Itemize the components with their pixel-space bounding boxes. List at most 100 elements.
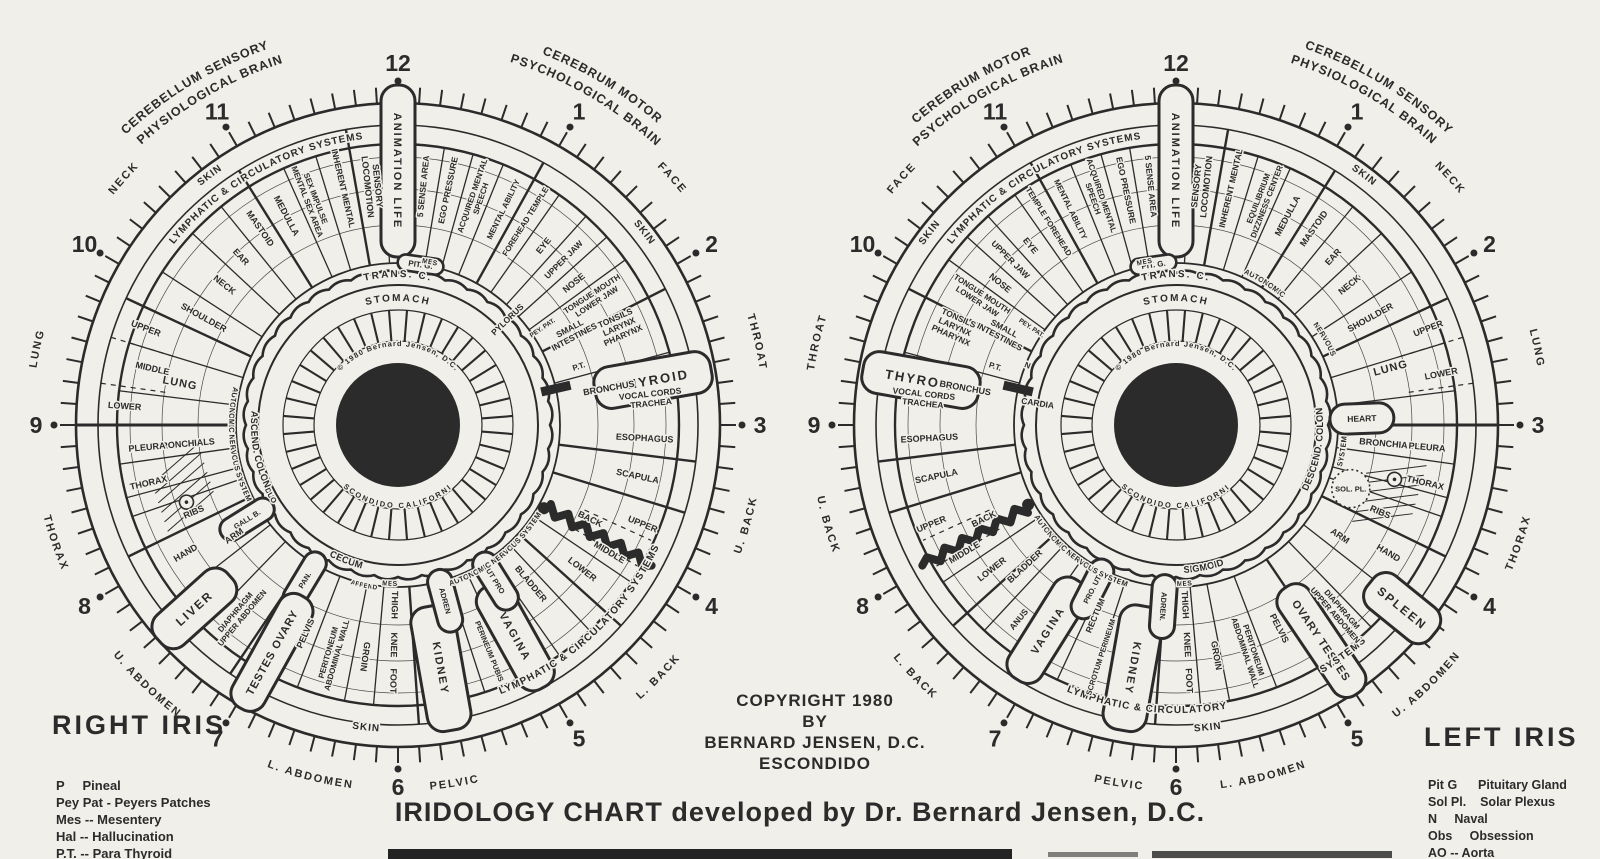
- organ-pill: KIDNEY: [409, 603, 473, 734]
- ring-label: ASCEND. COLON: [248, 411, 273, 490]
- thorax-hatching: [151, 443, 214, 532]
- outer-zone-label: PELVIC: [1093, 773, 1145, 793]
- organ-label: NECK: [212, 273, 239, 297]
- svg-text:ANIMATION LIFE: ANIMATION LIFE: [391, 113, 403, 229]
- clock-number: 12: [385, 50, 411, 76]
- organ-pill: ADREN.: [1147, 573, 1179, 641]
- outer-zone-label: CEREBRUM MOTOR: [909, 44, 1033, 126]
- iris-center-letter: L: [1159, 393, 1193, 456]
- clock-number: 5: [573, 726, 586, 752]
- clock-number: 1: [573, 98, 586, 124]
- outer-zone-label: L. ABDOMEN: [1219, 758, 1308, 791]
- outer-zone-label: CEREBELLUM SENSORY: [118, 38, 270, 137]
- organ-label: SCAPULA: [914, 467, 959, 486]
- organ-label: GROIN: [1209, 640, 1224, 671]
- outer-zone-label: CEREBELLUM SENSORY: [1303, 38, 1455, 137]
- organ-label: EAR: [1323, 246, 1344, 267]
- organ-label: PLEURA: [128, 440, 166, 453]
- ring-label: APPEND: [350, 579, 378, 591]
- svg-text:ANIMATION LIFE: ANIMATION LIFE: [1169, 113, 1181, 229]
- organ-label: EAR: [231, 247, 252, 268]
- ring-label: SKIN: [1194, 721, 1223, 735]
- organ-pill: PIT. G.: [1129, 253, 1178, 276]
- outer-zone-label: U. BACK: [814, 495, 842, 555]
- solar-plexus-label: SOL. PL.: [1335, 485, 1366, 494]
- organ-pill: THYROID: [860, 350, 982, 410]
- clock-number: 7: [989, 726, 1002, 752]
- outer-zone-label: THROAT: [805, 313, 830, 372]
- organ-label: THIGH: [1180, 591, 1191, 619]
- organ-pill: THYROID: [592, 350, 714, 410]
- organ-label: GROIN: [358, 641, 372, 672]
- organ-label: TONSILSLARYNXPHARYNX: [594, 305, 644, 348]
- copyright-block: COPYRIGHT 1980 BY BERNARD JENSEN, D.C. E…: [704, 691, 926, 773]
- outer-zone-label: NECK: [1432, 160, 1467, 197]
- ring-label: MES: [1177, 580, 1193, 588]
- organ-label: HAND: [172, 542, 200, 564]
- organ-label: PERITONEUMABDOMINAL WALL: [314, 616, 352, 692]
- organ-label: EYE: [1021, 235, 1040, 255]
- right-iris-chart: R© 1980 Bernard Jensen, D.C.ESCONDIDO CA…: [0, 0, 769, 800]
- organ-label: KNEE: [1182, 632, 1193, 658]
- clock-number: 7: [211, 726, 224, 752]
- ring-label: MES: [382, 580, 398, 588]
- right-iris-legend: P Pineal Pey Pat - Peyers Patches Mes --…: [56, 778, 211, 859]
- organ-label: LOWER: [108, 400, 143, 412]
- clock-number: 9: [808, 412, 821, 438]
- clock-number: 10: [850, 231, 876, 257]
- ring-label: AUTONOMIC: [1243, 267, 1288, 300]
- clock-number: 3: [754, 412, 767, 438]
- organ-label: SHOULDER: [179, 301, 228, 334]
- organ-label: EYE: [534, 235, 553, 255]
- organ-pill: PRO. UT.: [1069, 557, 1116, 621]
- organ-label: ARM: [1329, 526, 1352, 546]
- clock-number: 9: [30, 412, 43, 438]
- clock-number: 10: [72, 231, 98, 257]
- outer-zone-label: THROAT: [744, 313, 769, 372]
- clock-number: 8: [78, 593, 91, 619]
- organ-pill: ADREN: [426, 567, 465, 634]
- outer-zone-label: THORAX: [41, 514, 71, 573]
- organ-label: KNEE: [389, 632, 399, 657]
- clock-number: 5: [1351, 726, 1364, 752]
- organ-pill: LIVER: [150, 566, 239, 651]
- ring-label: STOMACH: [364, 293, 431, 308]
- organ-label: BLADDER: [1005, 547, 1044, 585]
- clock-number: 2: [705, 231, 718, 257]
- spine-mark: [537, 500, 656, 571]
- solar-plexus-circle: [1330, 468, 1371, 509]
- organ-label: 5 SENSE AREA: [415, 155, 431, 218]
- outer-zone-label: U. BACK: [732, 495, 760, 555]
- para-thyroid-bar: [1002, 380, 1034, 397]
- organ-label: LUNG: [162, 374, 199, 392]
- organ-pill: UT PRO: [471, 550, 520, 612]
- organ-pill: KIDNEY: [1101, 603, 1165, 734]
- ring-label: DESCEND. COLON: [1300, 407, 1326, 492]
- scan-edge-strip: [1152, 851, 1392, 858]
- organ-label: THIGH: [389, 591, 399, 619]
- organ-label: PLEURA: [1408, 441, 1446, 454]
- organ-label: ESOPHAGUS: [616, 432, 674, 445]
- outer-zone-label: FACE: [655, 160, 689, 196]
- spine-mark: [918, 498, 1035, 570]
- clock-number: 11: [205, 98, 230, 124]
- scan-edge-strip: [1048, 852, 1138, 857]
- organ-label: SCAPULA: [615, 467, 660, 486]
- outer-zone-label: NECK: [106, 160, 141, 197]
- organ-label: LUNG: [1372, 358, 1409, 379]
- organ-pill: ANIMATION LIFE: [1157, 83, 1195, 259]
- thorax-hatching: [1352, 465, 1427, 522]
- organ-label: FOOT: [1184, 668, 1195, 694]
- organ-label: SMALLINTESTINES: [545, 312, 599, 353]
- outer-zone-label: CEREBRUM MOTOR: [541, 44, 665, 126]
- organ-label: 5 SENSE AREA: [1143, 155, 1159, 218]
- organ-label: UPPER: [130, 318, 163, 339]
- organ-label: HAND: [1375, 542, 1403, 564]
- organ-pill: ANIMATION LIFE: [379, 83, 417, 259]
- svg-text:HEART: HEART: [1347, 413, 1377, 424]
- clock-number: 8: [856, 593, 869, 619]
- outer-zone-label: THORAX: [1503, 514, 1533, 573]
- outer-zone-label: LUNG: [28, 328, 48, 369]
- svg-text:PIT. G.: PIT. G.: [408, 259, 433, 271]
